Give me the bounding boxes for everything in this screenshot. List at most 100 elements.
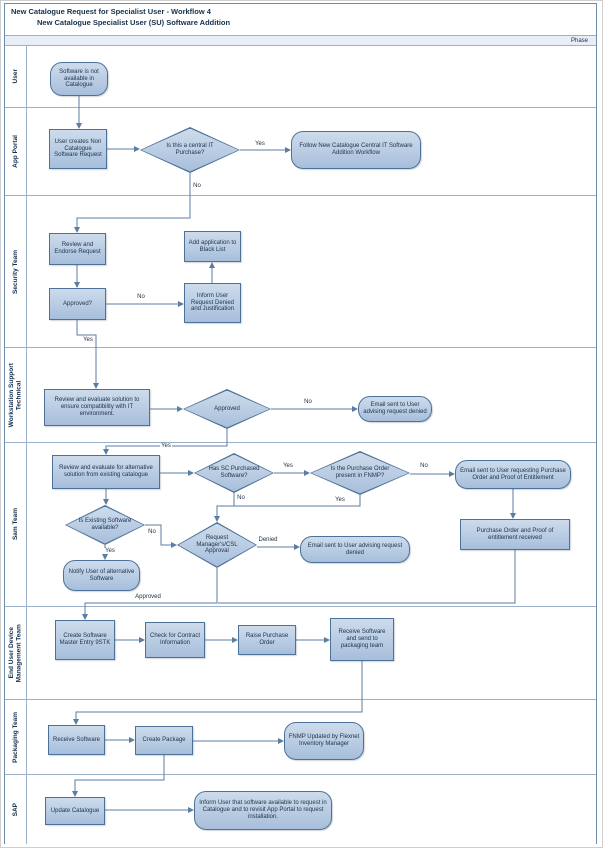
edge-label-yes: Yes bbox=[104, 548, 116, 554]
edge-label-yes: Yes bbox=[334, 497, 346, 503]
node-label: Add application to Black List bbox=[188, 239, 237, 253]
edge-label-no: No bbox=[192, 183, 202, 189]
lane-label-security-team: Security Team bbox=[5, 196, 27, 347]
node-label: Purchase Order and Proof of entitlement … bbox=[476, 527, 554, 541]
process-review-endorse-request: Review and Endorse Request bbox=[49, 233, 106, 265]
lane-label-text: Packaging Team bbox=[11, 711, 19, 763]
title-block: New Catalogue Request for Specialist Use… bbox=[5, 4, 596, 36]
node-label-wrap: Is this a central IT Purchase? bbox=[140, 127, 240, 173]
edge-label-yes: Yes bbox=[282, 463, 294, 469]
lane-body bbox=[27, 196, 596, 347]
terminator-inform-user-software-available: Inform User that software available to r… bbox=[194, 791, 332, 830]
process-check-contract-information: Check for Contract Information bbox=[145, 622, 205, 658]
node-label: Receive Software and send to packaging t… bbox=[338, 629, 386, 649]
lane-label-user: User bbox=[5, 46, 27, 107]
decision-sc-purchased-software: Has SC Purchased Software? bbox=[194, 453, 274, 493]
node-label: Raise Purchase Order bbox=[245, 633, 289, 646]
lane-label-text: Sam Team bbox=[11, 508, 19, 541]
process-po-proof-received: Purchase Order and Proof of entitlement … bbox=[460, 519, 570, 550]
lane-label-text: App Portal bbox=[11, 135, 19, 168]
terminator-email-request-denied-ws: Email sent to User advising request deni… bbox=[358, 396, 432, 422]
node-label: Update Catalogue bbox=[50, 807, 100, 814]
process-create-software-master-entry: Create Software Master Entry 9STK bbox=[55, 620, 115, 660]
process-add-to-black-list: Add application to Black List bbox=[184, 231, 241, 262]
node-label-wrap: Has SC Purchased Software? bbox=[194, 453, 274, 493]
lane-body bbox=[27, 46, 596, 107]
terminator-email-requesting-po-proof: Email sent to User requesting Purchase O… bbox=[455, 460, 571, 489]
terminator-fnmp-updated: FNMP Updated by Flexnet Inventory Manage… bbox=[284, 722, 364, 760]
edge-label-no: No bbox=[236, 495, 246, 501]
lane-label-workstation-support: Workstation Support Technical bbox=[5, 348, 27, 442]
node-label: Follow New Catalogue Central IT Software… bbox=[299, 143, 413, 156]
edge-label-yes: Yes bbox=[254, 141, 266, 147]
node-label: Is this a central IT Purchase? bbox=[166, 143, 214, 156]
lane-security-team: Security Team bbox=[5, 196, 596, 348]
node-label: Review and evaluate solution to ensure c… bbox=[54, 397, 140, 417]
node-label-wrap: Is Existing Software available? bbox=[65, 505, 145, 545]
edge-label-approved: Approved bbox=[134, 594, 162, 600]
edge-label-yes: Yes bbox=[82, 337, 94, 343]
node-label: Email sent to User requesting Purchase O… bbox=[460, 467, 566, 481]
node-label: User creates Non Catalogue Software Requ… bbox=[54, 138, 102, 159]
diagram-subtitle: New Catalogue Specialist User (SU) Softw… bbox=[37, 18, 231, 27]
terminator-notify-alternative-software: Notify User of alternative Software bbox=[63, 560, 140, 591]
node-label-wrap: Is the Purchase Order present in FNMP? bbox=[310, 451, 410, 495]
node-label: Create Package bbox=[142, 737, 186, 744]
process-receive-software: Receive Software bbox=[48, 725, 105, 755]
process-review-alternative-solution: Review and evaluate for alternative solu… bbox=[52, 455, 160, 489]
node-label: Is Existing Software available? bbox=[78, 518, 132, 531]
phase-bar: Phase bbox=[5, 36, 596, 46]
edge-label-yes: Yes bbox=[160, 443, 172, 449]
lane-label-packaging-team: Packaging Team bbox=[5, 700, 27, 774]
node-label: Review and Endorse Request bbox=[54, 242, 101, 255]
edge-label-no: No bbox=[136, 294, 146, 300]
node-label: Inform User Request Denied and Justifica… bbox=[190, 292, 235, 313]
node-label: Check for Contract Information bbox=[149, 633, 201, 646]
node-label: Email sent to User advising request deni… bbox=[363, 402, 427, 415]
terminator-email-request-denied-sam: Email sent to User advising request deni… bbox=[300, 536, 410, 563]
lane-label-text: Workstation Support Technical bbox=[8, 362, 23, 428]
process-raise-purchase-order: Raise Purchase Order bbox=[238, 625, 296, 655]
decision-workstation-approved: Approved bbox=[183, 389, 271, 429]
node-label: Software is not available in Catalogue bbox=[59, 68, 99, 89]
decision-central-it-purchase: Is this a central IT Purchase? bbox=[140, 127, 240, 173]
node-label: Is the Purchase Order present in FNMP? bbox=[330, 466, 390, 479]
node-label: FNMP Updated by Flexnet Inventory Manage… bbox=[288, 734, 360, 747]
edge-label-no: No bbox=[303, 399, 313, 405]
process-update-catalogue: Update Catalogue bbox=[45, 797, 105, 825]
node-label: Receive Software bbox=[52, 736, 101, 743]
lane-label-text: User bbox=[11, 69, 19, 84]
process-inform-user-denied: Inform User Request Denied and Justifica… bbox=[184, 283, 241, 323]
lane-label-text: SAP bbox=[11, 802, 19, 817]
process-security-approved: Approved? bbox=[49, 288, 106, 320]
node-label: Approved bbox=[214, 405, 240, 412]
node-label: Create Software Master Entry 9STK bbox=[59, 633, 111, 646]
diagram-title: New Catalogue Request for Specialist Use… bbox=[11, 7, 211, 16]
terminator-follow-central-it-workflow: Follow New Catalogue Central IT Software… bbox=[291, 131, 421, 169]
process-receive-software-send-packaging: Receive Software and send to packaging t… bbox=[330, 618, 394, 661]
terminator-software-not-available: Software is not available in Catalogue bbox=[50, 62, 108, 96]
edge-label-no: No bbox=[419, 463, 429, 469]
phase-label: Phase bbox=[570, 37, 588, 44]
lane-label-text: Security Team bbox=[11, 249, 19, 294]
node-label-wrap: Request Manager's/CSL Approval bbox=[177, 522, 257, 568]
lane-label-text: End User Device Management Team bbox=[8, 623, 23, 683]
node-label: Request Manager's/CSL Approval bbox=[196, 534, 238, 555]
node-label: Has SC Purchased Software? bbox=[208, 466, 260, 479]
lane-label-app-portal: App Portal bbox=[5, 108, 27, 195]
edge-label-denied: Denied bbox=[257, 537, 279, 543]
node-label: Review and evaluate for alternative solu… bbox=[59, 465, 153, 478]
edge-label-no: No bbox=[147, 529, 157, 535]
lane-label-eud-management: End User Device Management Team bbox=[5, 607, 27, 699]
process-create-package: Create Package bbox=[135, 726, 193, 755]
decision-request-manager-csl-approval: Request Manager's/CSL Approval bbox=[177, 522, 257, 568]
node-label: Notify User of alternative Software bbox=[68, 568, 135, 582]
lane-label-sam-team: Sam Team bbox=[5, 443, 27, 606]
decision-existing-software-available: Is Existing Software available? bbox=[65, 505, 145, 545]
node-label-wrap: Approved bbox=[183, 389, 271, 429]
node-label: Inform User that software available to r… bbox=[199, 800, 327, 820]
process-user-creates-request: User creates Non Catalogue Software Requ… bbox=[49, 129, 107, 169]
node-label: Email sent to User advising request deni… bbox=[307, 542, 403, 556]
node-label: Approved? bbox=[62, 300, 93, 307]
